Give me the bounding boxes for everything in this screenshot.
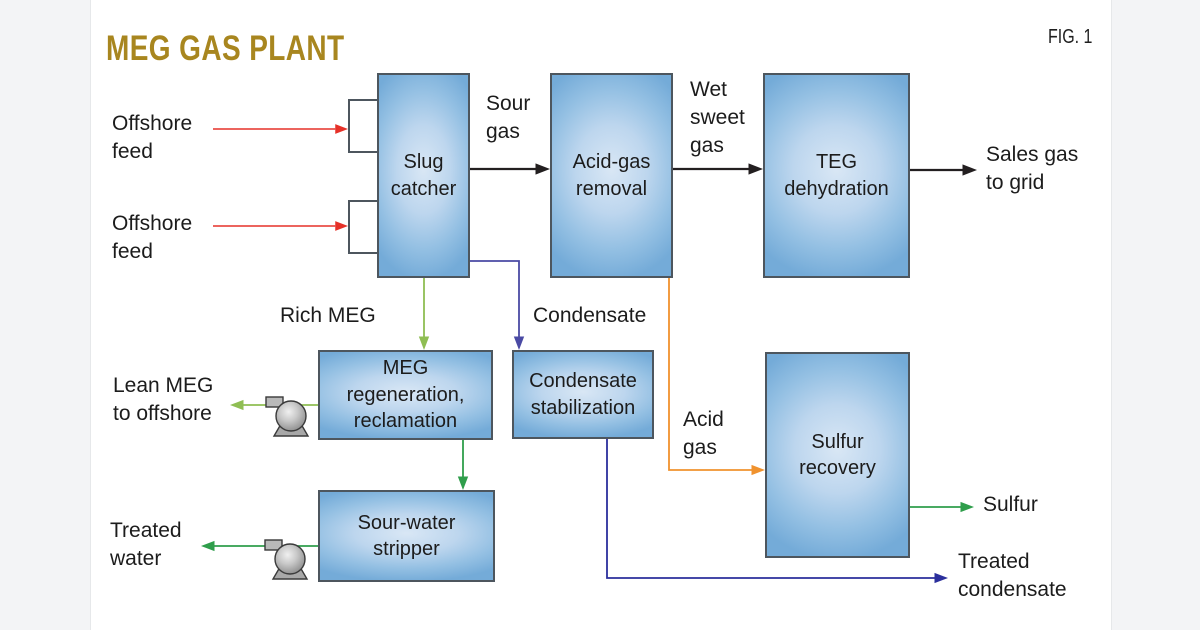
figure-number-label: FIG. 1 bbox=[1048, 26, 1093, 48]
acid-gas-removal-box: Acid-gas removal bbox=[550, 73, 673, 278]
regen-to-stripper-line-arrowhead bbox=[457, 476, 469, 490]
condensate-line-arrowhead bbox=[513, 336, 525, 350]
treated-water-pump-discharge bbox=[264, 539, 283, 551]
lean-meg-pump-icon bbox=[265, 396, 310, 437]
sulfur-recovery-box: Sulfur recovery bbox=[765, 352, 910, 558]
wet-sweet-gas-label: Wet sweet gas bbox=[690, 78, 745, 157]
treated-water-line-arrowhead bbox=[201, 540, 215, 552]
sulfur-line-arrowhead bbox=[960, 501, 974, 513]
condensate-stabilization-box-label: Condensate stabilization bbox=[529, 370, 637, 419]
sour-gas-label: Sour gas bbox=[486, 92, 531, 143]
sulfur-recovery-box-label: Sulfur recovery bbox=[799, 430, 876, 479]
feed-nozzle-2 bbox=[348, 200, 379, 254]
meg-regeneration-box-label: MEG regeneration, reclamation bbox=[346, 357, 465, 433]
sulfur-label: Sulfur bbox=[983, 493, 1038, 516]
condensate-label: Condensate bbox=[533, 304, 647, 327]
lean-meg-line-arrowhead bbox=[230, 399, 244, 411]
offshore-feed-1-line-arrowhead bbox=[335, 124, 348, 134]
rich-meg-line-arrowhead bbox=[418, 336, 430, 350]
lean-meg-pump-discharge bbox=[265, 396, 284, 408]
sour-gas-line-arrowhead bbox=[535, 163, 550, 175]
lean-meg-pump-body bbox=[275, 400, 307, 432]
offshore-feed-1-label: Offshore feed bbox=[112, 112, 193, 163]
condensate-line bbox=[469, 260, 520, 337]
treated-condensate-label: Treated condensate bbox=[958, 550, 1067, 601]
offshore-feed-2-line-arrowhead bbox=[335, 221, 348, 231]
treated-water-pump-icon bbox=[264, 539, 309, 580]
rich-meg-label: Rich MEG bbox=[280, 304, 376, 327]
treated-water-pump-body bbox=[274, 543, 306, 575]
acid-gas-line bbox=[668, 277, 752, 471]
page-title: MEG GAS PLANT bbox=[106, 29, 345, 69]
feed-nozzle-1 bbox=[348, 99, 379, 153]
sour-water-stripper-box: Sour-water stripper bbox=[318, 490, 495, 582]
treated-condensate-line-arrowhead bbox=[934, 572, 948, 584]
sour-water-stripper-box-label: Sour-water stripper bbox=[357, 511, 456, 560]
meg-regeneration-box: MEG regeneration, reclamation bbox=[318, 350, 493, 440]
slug-catcher-box: Slug catcher bbox=[377, 73, 470, 278]
teg-dehydration-box-label: TEG dehydration bbox=[784, 151, 889, 200]
treated-condensate-line bbox=[606, 438, 935, 579]
acid-gas-label: Acid gas bbox=[683, 408, 724, 459]
teg-dehydration-box: TEG dehydration bbox=[763, 73, 910, 278]
slug-catcher-box-label: Slug catcher bbox=[390, 151, 457, 200]
acid-gas-removal-box-label: Acid-gas removal bbox=[572, 151, 651, 200]
acid-gas-line-arrowhead bbox=[751, 464, 765, 476]
offshore-feed-2-label: Offshore feed bbox=[112, 212, 193, 263]
sales-gas-line-arrowhead bbox=[962, 164, 977, 176]
sales-gas-label: Sales gas to grid bbox=[986, 143, 1079, 194]
wet-sweet-gas-line-arrowhead bbox=[748, 163, 763, 175]
treated-water-label: Treated water bbox=[110, 519, 182, 570]
lean-meg-label: Lean MEG to offshore bbox=[113, 374, 214, 425]
condensate-stabilization-box: Condensate stabilization bbox=[512, 350, 654, 439]
